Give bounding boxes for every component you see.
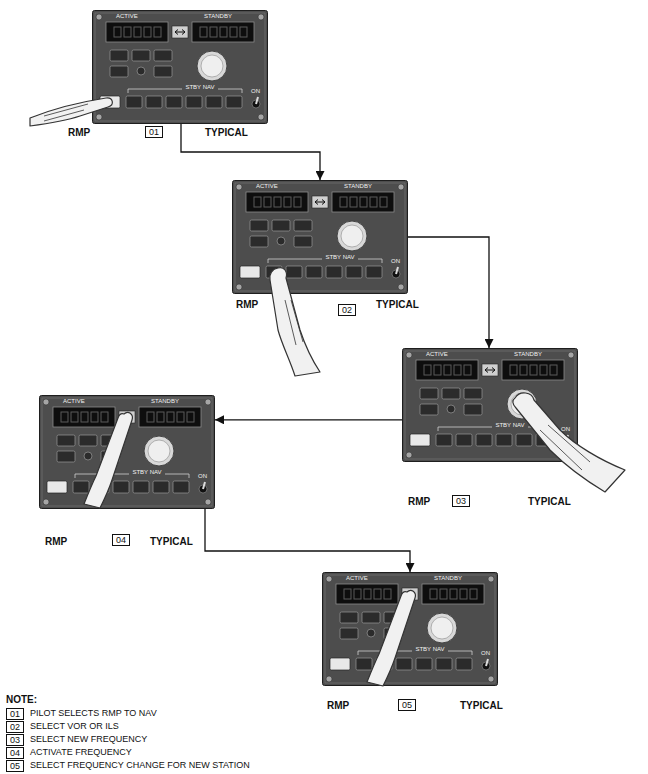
- note-text: SELECT NEW FREQUENCY: [30, 734, 147, 745]
- panel-caption: RMP: [45, 536, 67, 548]
- display-label: ACTIVE: [63, 398, 85, 405]
- display-label: STANDBY: [434, 575, 462, 582]
- panel-face: [39, 395, 215, 509]
- panel-face: [92, 10, 268, 124]
- note-text: SELECT FREQUENCY CHANGE FOR NEW STATION: [30, 760, 250, 771]
- radio-management-panel: ACTIVE STANDBY STBY NAV ON: [92, 10, 268, 124]
- callout-number: 03: [6, 734, 24, 746]
- panel-caption: TYPICAL: [150, 536, 193, 548]
- display-label: STANDBY: [204, 13, 232, 20]
- panel-caption: TYPICAL: [528, 496, 571, 508]
- callout-number: 04: [6, 747, 24, 759]
- panel-face: [232, 180, 408, 294]
- panel-face: [322, 572, 498, 686]
- panel-caption: RMP: [68, 127, 90, 139]
- note-text: PILOT SELECTS RMP TO NAV: [30, 708, 157, 719]
- panel-face: [402, 348, 578, 462]
- flow-arrow: [181, 124, 320, 180]
- callout-number: 05: [6, 760, 24, 772]
- button-group-label: STBY NAV: [183, 84, 216, 91]
- callout-number: 04: [112, 534, 130, 546]
- callout-number: 02: [6, 721, 24, 733]
- button-group-label: STBY NAV: [130, 469, 163, 476]
- panel-caption: TYPICAL: [376, 299, 419, 311]
- display-label: ACTIVE: [256, 183, 278, 190]
- note-text: SELECT VOR OR ILS: [30, 721, 119, 732]
- display-label: ACTIVE: [346, 575, 368, 582]
- display-label: STANDBY: [151, 398, 179, 405]
- panel-caption: NOTE:: [6, 694, 37, 706]
- note-text: ACTIVATE FREQUENCY: [30, 747, 132, 758]
- switch-label: ON: [251, 88, 260, 95]
- display-label: STANDBY: [344, 183, 372, 190]
- radio-management-panel: ACTIVE STANDBY STBY NAV ON: [232, 180, 408, 294]
- callout-number: 05: [398, 699, 416, 711]
- callout-number: 01: [145, 126, 163, 138]
- panel-caption: RMP: [236, 299, 258, 311]
- radio-management-panel: ACTIVE STANDBY STBY NAV ON: [322, 572, 498, 686]
- radio-management-panel: ACTIVE STANDBY STBY NAV ON: [402, 348, 578, 462]
- switch-label: ON: [391, 258, 400, 265]
- flow-arrow: [215, 419, 402, 420]
- button-group-label: STBY NAV: [323, 254, 356, 261]
- panel-caption: RMP: [408, 496, 430, 508]
- panel-caption: RMP: [327, 700, 349, 712]
- callout-number: 01: [6, 708, 24, 720]
- button-group-label: STBY NAV: [413, 646, 446, 653]
- display-label: ACTIVE: [426, 351, 448, 358]
- display-label: ACTIVE: [116, 13, 138, 20]
- panel-caption: TYPICAL: [460, 700, 503, 712]
- switch-label: ON: [198, 473, 207, 480]
- callout-number: 03: [452, 495, 470, 507]
- button-group-label: STBY NAV: [493, 422, 526, 429]
- switch-label: ON: [561, 426, 570, 433]
- radio-management-panel: ACTIVE STANDBY STBY NAV ON: [39, 395, 215, 509]
- panel-caption: TYPICAL: [205, 127, 248, 139]
- switch-label: ON: [481, 650, 490, 657]
- flow-arrow: [205, 509, 410, 572]
- display-label: STANDBY: [514, 351, 542, 358]
- flow-arrow: [408, 237, 489, 348]
- callout-number: 02: [338, 304, 356, 316]
